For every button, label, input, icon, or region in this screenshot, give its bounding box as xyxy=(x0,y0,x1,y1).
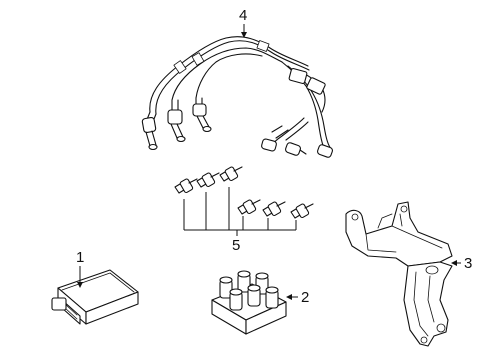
spark-plug xyxy=(237,199,261,215)
callout-number: 5 xyxy=(232,237,240,254)
callout-5: 5 xyxy=(232,237,240,254)
callout-number: 3 xyxy=(464,255,472,272)
mounting-bracket xyxy=(345,201,453,347)
callout-number: 2 xyxy=(301,289,309,306)
spark-plug-set xyxy=(174,166,314,236)
callout-number: 1 xyxy=(76,249,84,266)
spark-plug xyxy=(174,178,198,194)
spark-plug xyxy=(196,172,220,188)
spark-plug xyxy=(219,166,243,182)
spark-plug xyxy=(290,203,314,219)
ignition-coil-pack xyxy=(211,270,287,335)
callout-2: 2 xyxy=(286,289,309,306)
spark-plug-wire-harness xyxy=(141,36,333,158)
ignition-control-module xyxy=(51,269,139,325)
callout-4: 4 xyxy=(239,7,247,38)
callout-3: 3 xyxy=(451,255,472,272)
spark-plug xyxy=(262,201,286,217)
callout-number: 4 xyxy=(239,7,247,24)
callout-1: 1 xyxy=(76,249,84,288)
